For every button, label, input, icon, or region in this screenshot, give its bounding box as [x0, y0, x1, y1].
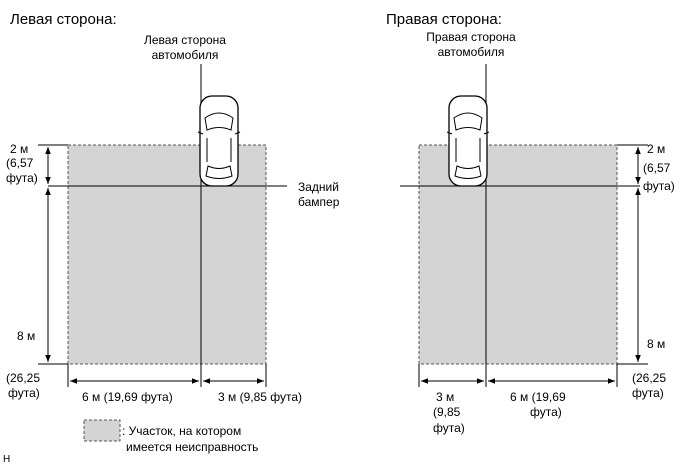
right-dim-top-line1: 2 м	[647, 142, 665, 156]
left-panel: Левая сторона: Левая сторона автомобиля …	[6, 11, 340, 404]
right-dim-side-line2: (26,25	[632, 371, 666, 385]
left-car-icon	[197, 95, 241, 187]
right-detection-area	[418, 144, 618, 365]
left-dim-bottom-left: 6 м (19,69 фута)	[82, 390, 173, 404]
left-dim-bottom-right: 3 м (9,85 фута)	[218, 390, 302, 404]
left-title: Левая сторона:	[10, 11, 117, 28]
right-dim-bottom-right-line1: 6 м (19,69	[510, 390, 566, 404]
rear-bumper-label-line1: Задний	[298, 180, 339, 194]
right-dim-top-line2: (6,57	[643, 161, 671, 175]
legend-text-line1: : Участок, на котором	[122, 424, 241, 438]
left-dim-top-line2: (6,57	[6, 156, 34, 170]
left-vehicle-label-line2: автомобиля	[152, 48, 219, 62]
left-dim-side-line3: фута)	[8, 386, 40, 400]
right-car-icon	[446, 95, 490, 187]
right-dim-side-line3: фута)	[632, 386, 664, 400]
legend-swatch	[83, 419, 121, 442]
legend-text-line2: имеется неисправность	[126, 440, 258, 454]
right-panel: Правая сторона: Правая сторона автомобил…	[386, 11, 675, 435]
left-vehicle-label-line1: Левая сторона	[144, 33, 226, 47]
right-dim-bottom-left-line2: (9,85	[433, 405, 461, 419]
right-vehicle-label-line1: Правая сторона	[426, 30, 516, 44]
right-title: Правая сторона:	[386, 11, 502, 28]
left-dim-side-line1: 8 м	[17, 329, 35, 343]
right-dim-top-line3: фута)	[643, 179, 675, 193]
left-dim-side-line2: (26,25	[6, 371, 40, 385]
right-vehicle-label-line2: автомобиля	[438, 45, 505, 59]
left-dim-top-line3: фута)	[6, 171, 38, 185]
footer-mark: Н	[3, 454, 10, 465]
legend: : Участок, на котором имеется неисправно…	[83, 419, 258, 454]
rear-bumper-label-line2: бампер	[298, 195, 340, 209]
left-dim-top-line1: 2 м	[10, 142, 28, 156]
right-dim-side-line1: 8 м	[647, 337, 665, 351]
right-dim-bottom-right-line2: фута)	[530, 405, 562, 419]
right-dim-bottom-left-line3: фута)	[433, 421, 465, 435]
right-dim-bottom-left-line1: 3 м	[436, 390, 454, 404]
